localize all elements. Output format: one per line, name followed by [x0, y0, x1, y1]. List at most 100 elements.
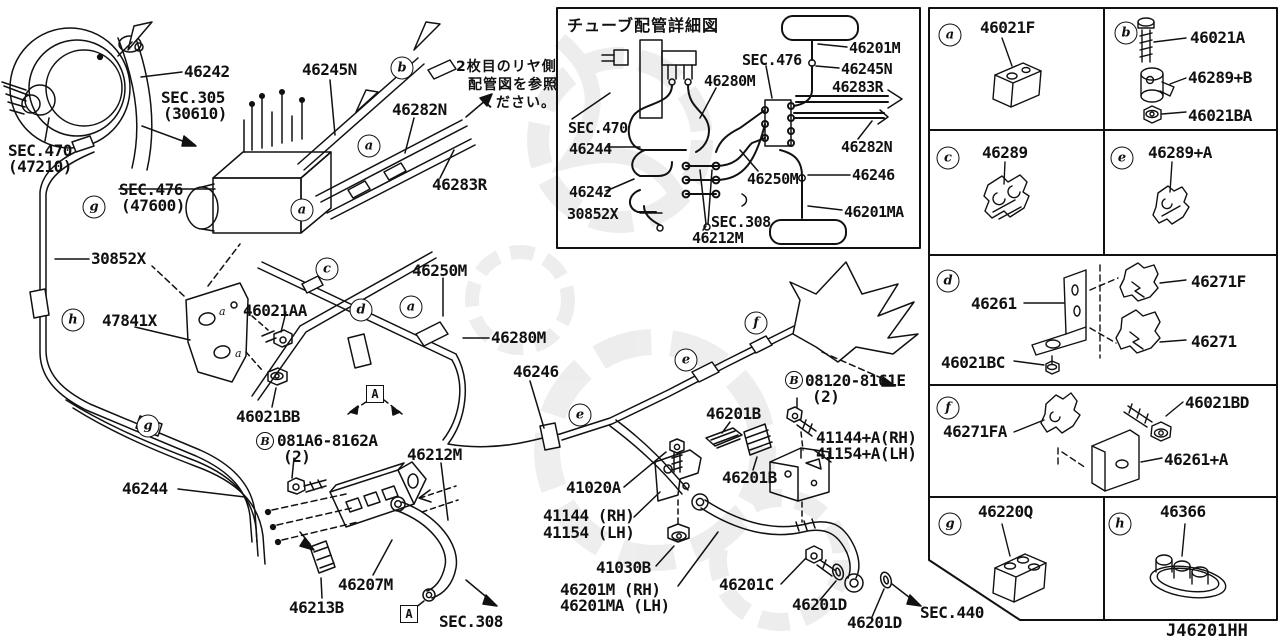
panel-cell-letter-h: h	[1108, 512, 1132, 536]
panel-part-label: 46289+B	[1188, 68, 1252, 87]
part-label: 41154+A(LH)	[816, 444, 917, 463]
part-label: a	[235, 347, 242, 360]
panel-part-label: 46021BD	[1185, 393, 1249, 412]
callout-g: g	[82, 195, 106, 219]
inset-schematic	[571, 15, 903, 245]
callout-a: a	[357, 134, 381, 158]
abs-actuator-drawing	[118, 88, 332, 234]
part-label: a	[219, 305, 226, 318]
part-label: 08120-8161E	[805, 371, 906, 390]
part-label: (2)	[812, 387, 840, 406]
callout-d: d	[349, 298, 373, 322]
part-label: 46250M	[412, 261, 467, 280]
callout-h: h	[61, 308, 85, 332]
part-label: 46280M	[491, 328, 546, 347]
panel-part-label: 46021BA	[1188, 106, 1252, 125]
panel-part-label: 46271F	[1191, 272, 1246, 291]
part-label: 46245N	[841, 60, 893, 78]
callout-c: c	[315, 257, 339, 281]
part-label: 46201MA	[844, 203, 904, 221]
sec-label: SEC.476	[119, 180, 183, 199]
part-label: 46246	[852, 166, 895, 184]
callout-B: B	[256, 432, 274, 450]
rear-tubes	[251, 21, 803, 495]
part-label: 46212M	[407, 445, 462, 464]
part-label: 46021AA	[243, 301, 307, 320]
panel-part-label: 46289+A	[1148, 143, 1212, 162]
part-label: 46201M	[849, 39, 901, 57]
sec-label: SEC.308	[711, 213, 771, 231]
inset-title: チューブ配管詳細図	[567, 16, 720, 35]
callout-b: b	[390, 56, 414, 80]
sec-label: SEC.470	[8, 141, 72, 160]
bracket-46207m	[287, 457, 459, 599]
panel-cell-letter-c: c	[936, 146, 960, 170]
sec-label: (30610)	[163, 104, 227, 123]
drawing-code: J46201HH	[1166, 621, 1248, 639]
part-label: 46246	[513, 362, 559, 381]
part-label: 46283R	[432, 175, 487, 194]
part-label: 46201C	[719, 575, 774, 594]
sec-label: (47210)	[8, 157, 72, 176]
panel-part-icons	[983, 17, 1227, 603]
panel-part-label: 46289	[982, 143, 1028, 162]
panel-cell-letter-a: a	[938, 23, 962, 47]
part-label: 46282N	[392, 100, 447, 119]
part-label: 41154 (LH)	[543, 523, 635, 542]
panel-cell-letter-g: g	[938, 512, 962, 536]
note-arrow	[465, 93, 493, 118]
callout-a: a	[290, 198, 314, 222]
note-line: ください。	[481, 95, 556, 111]
bracket-47841x	[134, 243, 293, 408]
note-line: 配管図を参照	[468, 77, 558, 93]
parts-panel-grid	[928, 7, 1278, 621]
part-label: 46212M	[692, 229, 744, 247]
part-label: 081A6-8162A	[277, 431, 378, 450]
part-label: 46201D	[792, 595, 847, 614]
panel-part-label: 46271	[1191, 332, 1237, 351]
part-label: 41144+A(RH)	[816, 428, 917, 447]
part-label: 46201B	[706, 404, 761, 423]
note-line: 2枚目のリヤ側	[456, 59, 557, 75]
brake-booster-drawing	[1, 21, 183, 171]
callout-e: e	[674, 348, 698, 372]
part-label: 46280M	[704, 72, 756, 90]
part-label: 46021BB	[236, 407, 300, 426]
part-label: 46242	[569, 183, 612, 201]
sec-label: SEC.440	[920, 603, 984, 622]
sec-label: (47600)	[121, 196, 185, 215]
part-label: 46245N	[302, 60, 357, 79]
part-label: 30852X	[91, 249, 146, 268]
part-label: 30852X	[567, 205, 619, 223]
sec-label: SEC.305	[161, 88, 225, 107]
part-label: 46201M (RH)	[560, 580, 661, 599]
part-label: 41030B	[596, 558, 651, 577]
part-label: 46242	[184, 62, 230, 81]
sec-label: SEC.476	[742, 51, 802, 69]
inset-box	[556, 7, 921, 249]
panel-cell-letter-f: f	[936, 396, 960, 420]
view-marker-A: A	[366, 385, 384, 403]
part-label: (2)	[283, 447, 311, 466]
callout-a: a	[399, 295, 423, 319]
part-label: 41020A	[566, 478, 621, 497]
part-label: 46207M	[338, 575, 393, 594]
callout-e: e	[568, 403, 592, 427]
part-label: 41144 (RH)	[543, 506, 635, 525]
part-label: 46244	[569, 140, 612, 158]
panel-part-label: 46261	[971, 294, 1017, 313]
part-label: 46201D	[847, 613, 902, 632]
panel-part-label: 46021F	[980, 18, 1035, 37]
sec-label: SEC.308	[439, 612, 503, 631]
panel-part-label: 46261+A	[1164, 450, 1228, 469]
panel-part-label: 46366	[1160, 502, 1206, 521]
panel-cell-letter-b: b	[1114, 21, 1138, 45]
callout-B: B	[785, 371, 803, 389]
part-label: 46282N	[841, 138, 893, 156]
panel-cell-letter-d: d	[936, 269, 960, 293]
part-label: 46244	[122, 479, 168, 498]
part-label: 46213B	[289, 598, 344, 617]
view-marker-A: A	[400, 605, 418, 623]
